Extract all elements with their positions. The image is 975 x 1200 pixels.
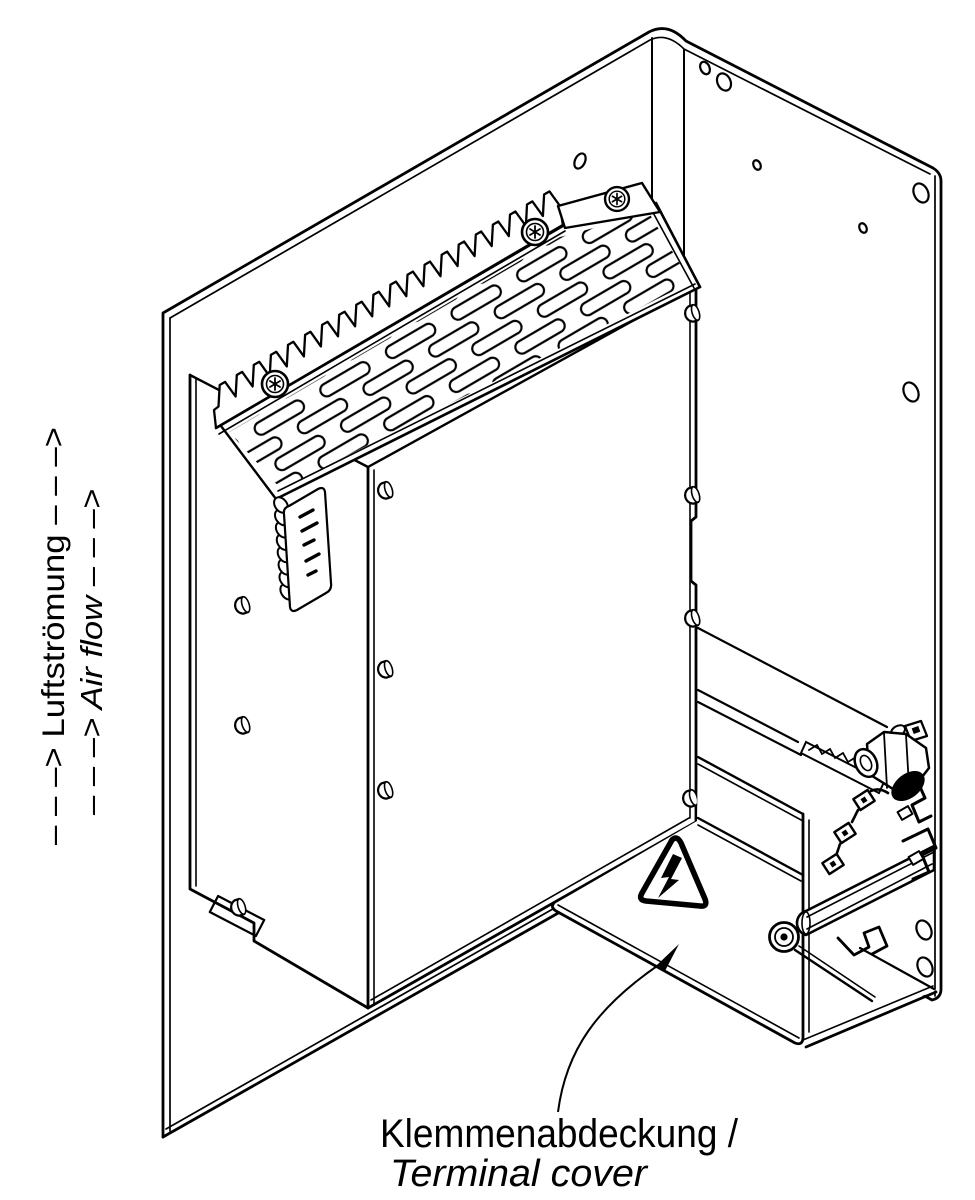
leader-arrow — [557, 944, 679, 1113]
device-front-face — [368, 286, 696, 1008]
panel-hole — [912, 182, 930, 204]
rail-bracket — [793, 948, 874, 1003]
panel-hole — [715, 72, 733, 92]
terminal-clips — [821, 778, 938, 957]
sticker-text-marks — [298, 508, 321, 577]
panel-hole — [698, 60, 712, 76]
cable-hole — [891, 770, 925, 802]
screw-icon — [603, 185, 631, 213]
airflow-label-de: – – –> Luftströmung – – –> — [35, 427, 71, 845]
screw-icon — [260, 369, 290, 399]
panel-mounting-holes — [573, 60, 934, 978]
panel-fold-line — [651, 37, 685, 262]
panel-hole — [573, 152, 587, 170]
heatsink-fins — [212, 190, 565, 430]
din-rail — [795, 844, 936, 937]
panel-hole — [902, 381, 920, 403]
label-sticker — [282, 486, 333, 613]
screw-icon — [520, 217, 550, 247]
heatsink — [212, 181, 662, 435]
panel-hole — [752, 159, 762, 171]
panel-hole — [858, 222, 868, 234]
panel-hole — [916, 956, 934, 978]
cable-gland — [853, 719, 931, 802]
terminal-cover-label-de: Klemmenabdeckung / — [380, 1112, 739, 1156]
panel-hole — [915, 919, 933, 941]
high-voltage-warning-icon — [637, 835, 709, 909]
cover-thumb-screw — [768, 921, 800, 953]
terminal-hardware — [768, 719, 938, 1003]
terminal-cover-label-en: Terminal cover — [390, 1153, 648, 1195]
terminal-cover-foot — [802, 916, 936, 1046]
airflow-label-en: – – –> Air flow – – –> — [74, 489, 109, 816]
